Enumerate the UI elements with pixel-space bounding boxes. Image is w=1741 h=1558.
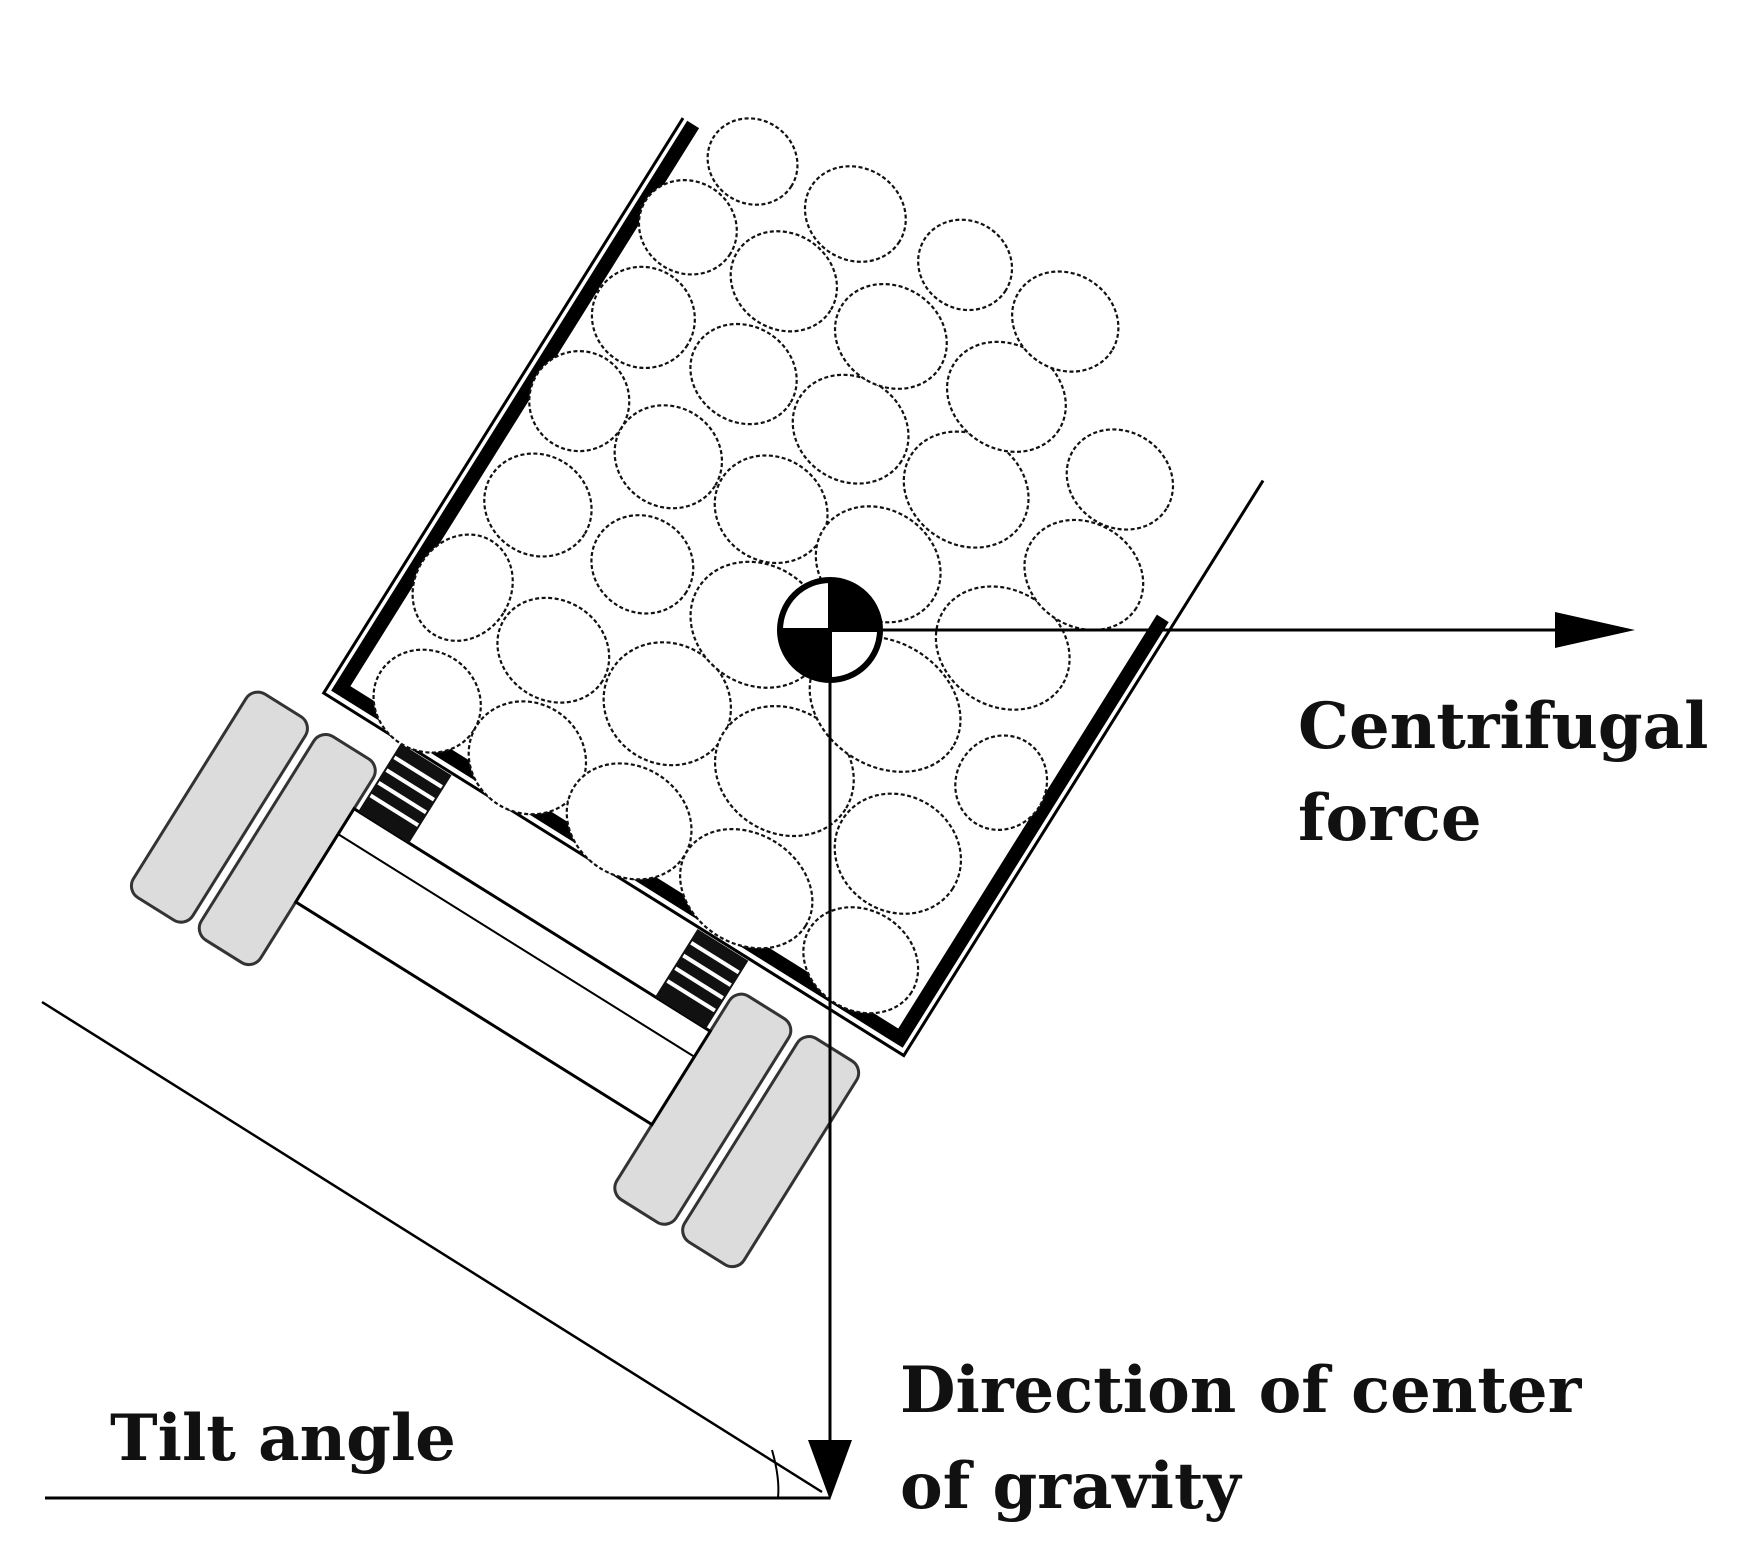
rock xyxy=(934,585,1071,711)
chassis-frame xyxy=(293,806,713,1127)
wheel xyxy=(681,1035,861,1269)
chassis-rail xyxy=(337,833,695,1058)
rock xyxy=(954,734,1049,831)
rock xyxy=(1011,270,1120,373)
rock xyxy=(411,533,514,642)
center-of-gravity-icon xyxy=(777,577,883,683)
rock xyxy=(1023,518,1145,632)
rock xyxy=(637,179,738,276)
rock xyxy=(483,452,593,558)
wheel xyxy=(129,690,309,924)
gravity-label-line1: Direction of center xyxy=(900,1353,1583,1428)
rock xyxy=(803,165,907,263)
rock xyxy=(917,218,1014,312)
rock xyxy=(706,117,799,206)
centrifugal-force-arrow-tail xyxy=(1555,624,1560,636)
rock xyxy=(590,265,696,370)
gravity-label-line2: of gravity xyxy=(900,1449,1243,1524)
rock xyxy=(496,596,611,704)
rock xyxy=(729,230,839,333)
rock xyxy=(689,322,798,426)
rock xyxy=(679,828,814,950)
tilt-angle-arc xyxy=(771,1449,780,1499)
rock xyxy=(833,282,948,390)
rock xyxy=(1065,428,1175,531)
rock xyxy=(372,648,482,754)
rock xyxy=(590,514,695,615)
rock xyxy=(802,906,920,1015)
centrifugal-force-label-line1: Centrifugal xyxy=(1298,689,1708,764)
rock xyxy=(613,404,724,510)
wheel-assembly xyxy=(129,690,861,1269)
truck xyxy=(129,117,1265,1269)
suspension-block-front xyxy=(358,743,452,844)
centrifugal-force-label-line2: force xyxy=(1298,781,1482,856)
inclined-surface-line xyxy=(41,1000,823,1494)
centrifugal-force-arrowhead xyxy=(1555,612,1635,648)
rock xyxy=(833,792,963,915)
gravity-arrowhead xyxy=(808,1440,852,1500)
tilt-angle-label: Tilt angle xyxy=(110,1401,456,1476)
suspension-block-rear xyxy=(655,928,749,1029)
cargo-rocks xyxy=(372,117,1175,1015)
